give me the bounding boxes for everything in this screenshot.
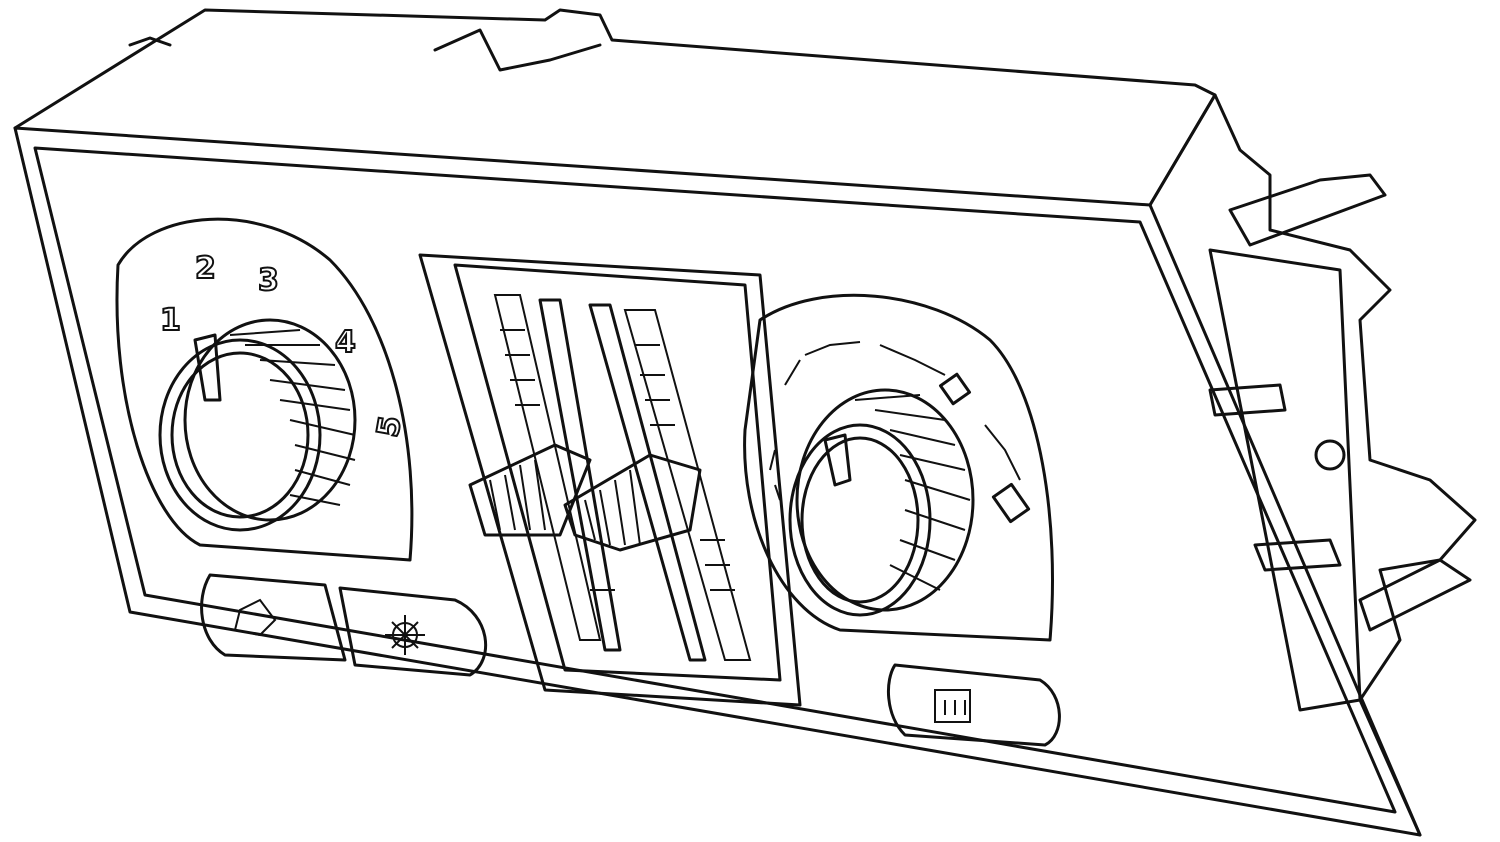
floor-defrost-mode-icon (938, 372, 972, 406)
fan-speed-dial[interactable]: 1 2 3 4 5 (158, 250, 410, 532)
temperature-slider-panel (418, 253, 802, 707)
fan-speed-2-label: 2 (195, 251, 216, 286)
housing-top (13, 8, 1217, 207)
housing-right-side (1148, 93, 1477, 837)
ac-button[interactable] (338, 586, 487, 677)
temperature-slider-knob-right[interactable] (563, 453, 702, 552)
fan-speed-3-label: 3 (258, 263, 279, 298)
rear-defrost-button[interactable] (886, 663, 1061, 747)
fan-speed-4-label: 4 (335, 325, 356, 360)
fan-speed-1-label: 1 (160, 303, 181, 338)
rear-defrost-icon (934, 689, 971, 723)
recirculation-button[interactable] (200, 573, 347, 662)
air-mode-dial[interactable] (769, 341, 1031, 617)
front-bezel (13, 126, 1422, 837)
defrost-mode-icon (991, 482, 1031, 524)
